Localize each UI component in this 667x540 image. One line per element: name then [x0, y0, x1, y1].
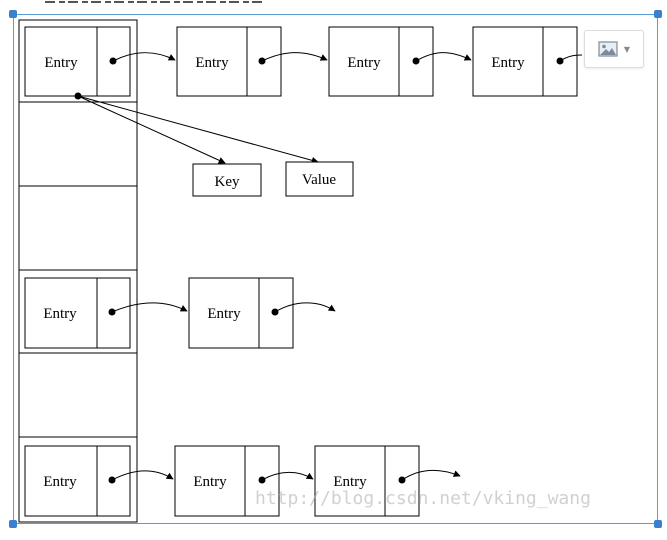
entry-label: Entry — [43, 306, 77, 322]
entry-node: Entry — [24, 277, 131, 349]
next-arrow — [401, 470, 461, 481]
next-arrow — [111, 302, 188, 313]
entry-node: Entry — [24, 26, 131, 97]
resize-handle-top-right[interactable] — [654, 10, 662, 18]
next-arrow — [112, 52, 176, 62]
entry-label: Entry — [195, 55, 229, 71]
entry-label: Entry — [491, 55, 525, 71]
image-options-button[interactable]: ▼ — [584, 30, 644, 68]
entry-node: Entry — [24, 445, 131, 517]
image-selection-frame — [13, 14, 658, 524]
entry-label: Entry — [44, 55, 78, 71]
next-arrow — [559, 54, 583, 62]
next-arrow — [111, 470, 174, 481]
value-arrow — [77, 95, 319, 164]
bucket-array-outline — [18, 19, 138, 523]
key-box: Key — [192, 163, 262, 197]
value-box: Value — [285, 161, 354, 197]
entry-node: Entry — [328, 26, 434, 97]
resize-handle-bottom-left[interactable] — [9, 520, 17, 528]
entry-node: Entry — [174, 445, 280, 517]
entry-node: Entry — [472, 26, 578, 97]
bucket-array — [18, 19, 138, 523]
key-arrow — [77, 95, 226, 164]
entry-label: Entry — [207, 306, 241, 322]
watermark: http://blog.csdn.net/vking_wang — [255, 488, 591, 509]
entry-label: Entry — [347, 55, 381, 71]
image-icon — [598, 41, 618, 57]
entry-node: Entry — [314, 445, 420, 517]
next-arrow — [261, 52, 328, 62]
entry-label: Entry — [43, 474, 77, 490]
chevron-down-icon: ▼ — [623, 44, 631, 54]
entry-node: Entry — [188, 277, 294, 349]
resize-handle-top-left[interactable] — [9, 10, 17, 18]
entry-label: Entry — [193, 474, 227, 490]
next-arrow — [261, 471, 314, 481]
resize-handle-bottom-right[interactable] — [654, 520, 662, 528]
key-label: Key — [215, 174, 240, 190]
entry-label: Entry — [333, 474, 367, 490]
value-label: Value — [302, 172, 336, 188]
entry-node: Entry — [176, 26, 282, 97]
next-arrow — [415, 52, 472, 62]
next-arrow — [274, 302, 336, 313]
